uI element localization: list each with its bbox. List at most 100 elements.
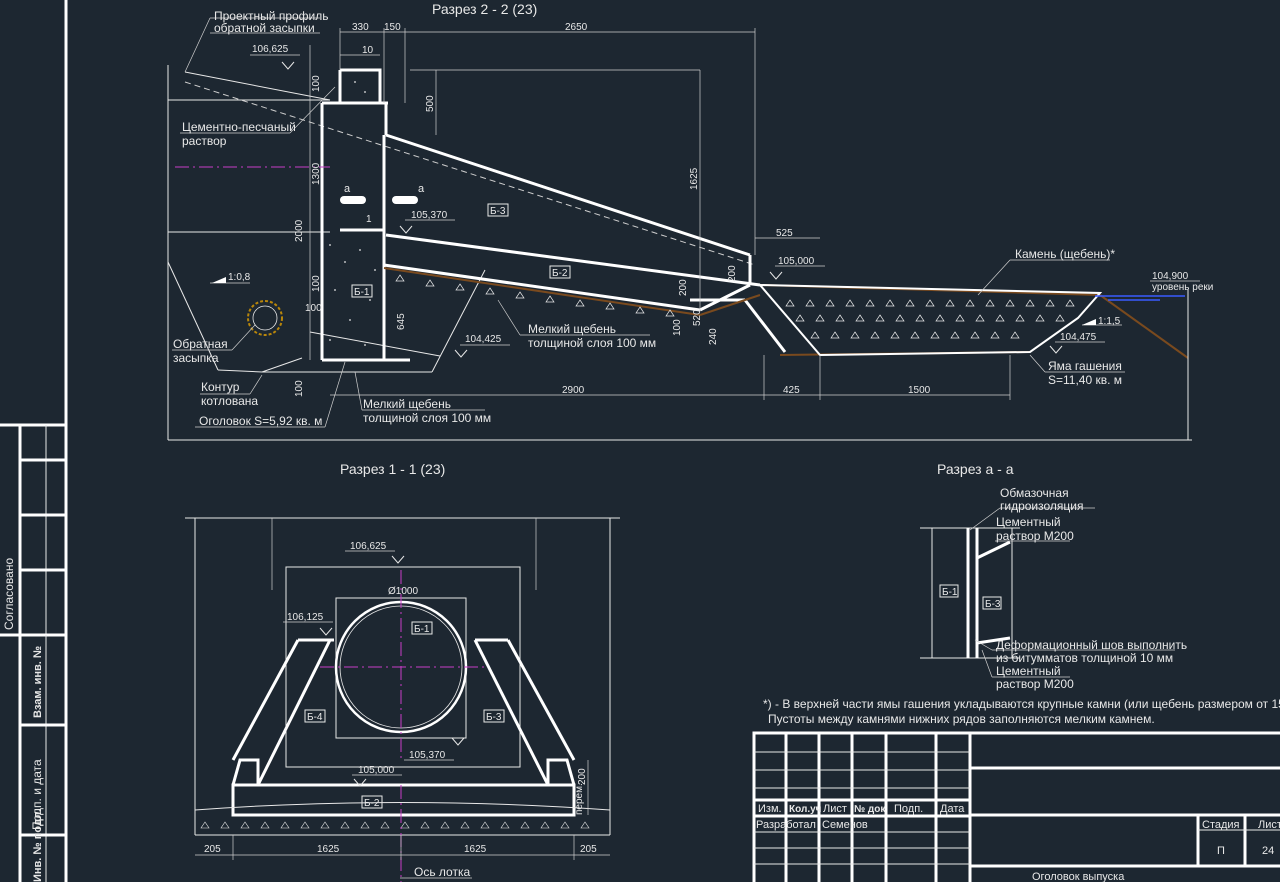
s11-axis-label: Ось лотка [414, 865, 470, 879]
dim-2650: 2650 [565, 22, 588, 33]
tb-list: 24 [1262, 845, 1274, 857]
section-a-a-title: Разрез а - а [937, 461, 1014, 477]
label-headwall: Оголовок S=5,92 кв. м [199, 414, 322, 428]
elev-104425: 104,425 [465, 334, 502, 345]
label-gravel-1: Мелкий щебень [528, 322, 616, 336]
dim-2900: 2900 [562, 385, 585, 396]
dim-1300: 1300 [311, 162, 322, 185]
saa-label-2a: Цементный [996, 515, 1061, 529]
label-mortar-1: Цементно-песчаный [182, 120, 296, 134]
note-line-1: *) - В верхней части ямы гашения укладыв… [763, 697, 1280, 711]
concrete-hatch [329, 81, 376, 346]
tb-list-header: Лист [1258, 819, 1280, 831]
elev-106625: 106,625 [252, 44, 289, 55]
elev-104900: 104,900 [1152, 271, 1189, 282]
tag-b1: Б-1 [354, 287, 370, 298]
stamp-vzam: Взам. инв. № [32, 646, 44, 718]
dim-100a: 100 [311, 75, 322, 92]
dim-100c: 100 [305, 303, 322, 314]
tb-stage: П [1217, 845, 1225, 857]
s11-tag-b2: Б-2 [364, 798, 380, 809]
label-basin-1: Яма гашения [1048, 359, 1122, 373]
dim-1625: 1625 [689, 167, 700, 190]
s11-elev-105000: 105,000 [358, 765, 395, 776]
mark-a-right: а [418, 183, 425, 195]
section-a-a: Разрез а - а Б-1 Б-3 Обмазочная гидроизо… [920, 461, 1187, 691]
dim-100d: 100 [294, 380, 305, 397]
tag-b2: Б-2 [552, 268, 568, 279]
s11-tag-b3: Б-3 [486, 712, 502, 723]
elev-104475: 104,475 [1060, 332, 1097, 343]
label-pit-1: Контур [201, 380, 240, 394]
dim-330: 330 [352, 22, 369, 33]
elev-105370: 105,370 [411, 210, 448, 221]
s11-dim-200: 200 [577, 768, 588, 785]
dim-200a: 200 [727, 265, 738, 282]
label-pit-2: котлована [201, 394, 258, 408]
s11-dim-1625a: 1625 [317, 844, 340, 855]
label-gravel-bottom-1: Мелкий щебень [363, 397, 451, 411]
dim-100e: 100 [672, 319, 683, 336]
dim-1500: 1500 [908, 385, 931, 396]
s11-dim-205b: 205 [580, 844, 597, 855]
label-backfill-1: Обратная [173, 337, 228, 351]
s11-perm: перем. [574, 783, 585, 815]
dim-500: 500 [425, 95, 436, 112]
s11-diameter: Ø1000 [388, 586, 418, 597]
tb-h-kol: Кол.уч [789, 804, 822, 815]
dim-100b: 100 [311, 275, 322, 292]
section-mark-a-right [392, 196, 418, 204]
saa-label-4b: раствор М200 [996, 677, 1074, 691]
dim-520: 520 [692, 309, 703, 326]
dim-425: 425 [783, 385, 800, 396]
tb-name: Семенов [822, 819, 868, 831]
label-profile-2: обратной засыпки [214, 21, 315, 35]
saa-label-1a: Обмазочная [1000, 486, 1069, 500]
dim-240: 240 [708, 328, 719, 345]
s11-dim-1625b: 1625 [464, 844, 487, 855]
saa-label-2b: раствор М200 [996, 529, 1074, 543]
title-block: Изм. Кол.уч Лист № док Подп. Дата Разраб… [752, 731, 1280, 882]
saa-label-4a: Цементный [996, 664, 1061, 678]
tb-h-list: Лист [823, 803, 847, 815]
section-1-1: Разрез 1 - 1 (23) Б-1 Б-2 Б-3 [185, 461, 620, 882]
mark-a-left: а [344, 183, 351, 195]
tb-stage-header: Стадия [1202, 819, 1240, 831]
s11-tag-b4: Б-4 [307, 712, 323, 723]
s11-elev-106625: 106,625 [350, 541, 387, 552]
s11-dim-205a: 205 [204, 844, 221, 855]
dim-525: 525 [776, 228, 793, 239]
label-gravel-bottom-2: толщиной слоя 100 мм [363, 411, 491, 425]
label-backfill-2: засыпка [173, 351, 219, 365]
saa-label-3a: Деформационный шов выполнить [996, 638, 1187, 652]
river-level: уровень реки [1152, 282, 1213, 293]
section-2-2-title: Разрез 2 - 2 (23) [432, 1, 537, 17]
elev-105000: 105,000 [778, 256, 815, 267]
section-1-1-title: Разрез 1 - 1 (23) [340, 461, 445, 477]
stamp-inv: Инв. № подл. [32, 809, 44, 882]
saa-label-1b: гидроизоляция [1000, 499, 1083, 513]
label-gravel-2: толщиной слоя 100 мм [528, 336, 656, 350]
side-stamp: Согласовано Взам. инв. № Подп. и дата Ин… [0, 0, 68, 882]
dim-10: 10 [362, 45, 374, 56]
tb-h-doc: № док [854, 804, 886, 815]
s11-elev-106125: 106,125 [287, 612, 324, 623]
label-profile-1: Проектный профиль [214, 9, 329, 23]
tb-h-izm: Изм. [758, 803, 782, 815]
tag-b3: Б-3 [490, 206, 506, 217]
tb-h-podp: Подп. [894, 803, 923, 815]
tb-razrab: Разработал [756, 819, 816, 831]
gravel-hatch [200, 821, 590, 829]
note-line-2: Пустоты между камнями нижних рядов запол… [768, 712, 1155, 726]
stamp-agreed: Согласовано [2, 558, 16, 630]
dim-150: 150 [384, 22, 401, 33]
tb-title: Оголовок выпуска [1032, 871, 1125, 882]
mark-1: 1 [366, 214, 372, 225]
slope-1-15: 1:1,5 [1098, 316, 1121, 327]
label-stone: Камень (щебень)* [1015, 247, 1115, 261]
section-mark-a-left [340, 196, 366, 204]
saa-tag-b3: Б-3 [985, 599, 1001, 610]
s11-elev-105370: 105,370 [409, 750, 446, 761]
saa-tag-b1: Б-1 [942, 587, 958, 598]
